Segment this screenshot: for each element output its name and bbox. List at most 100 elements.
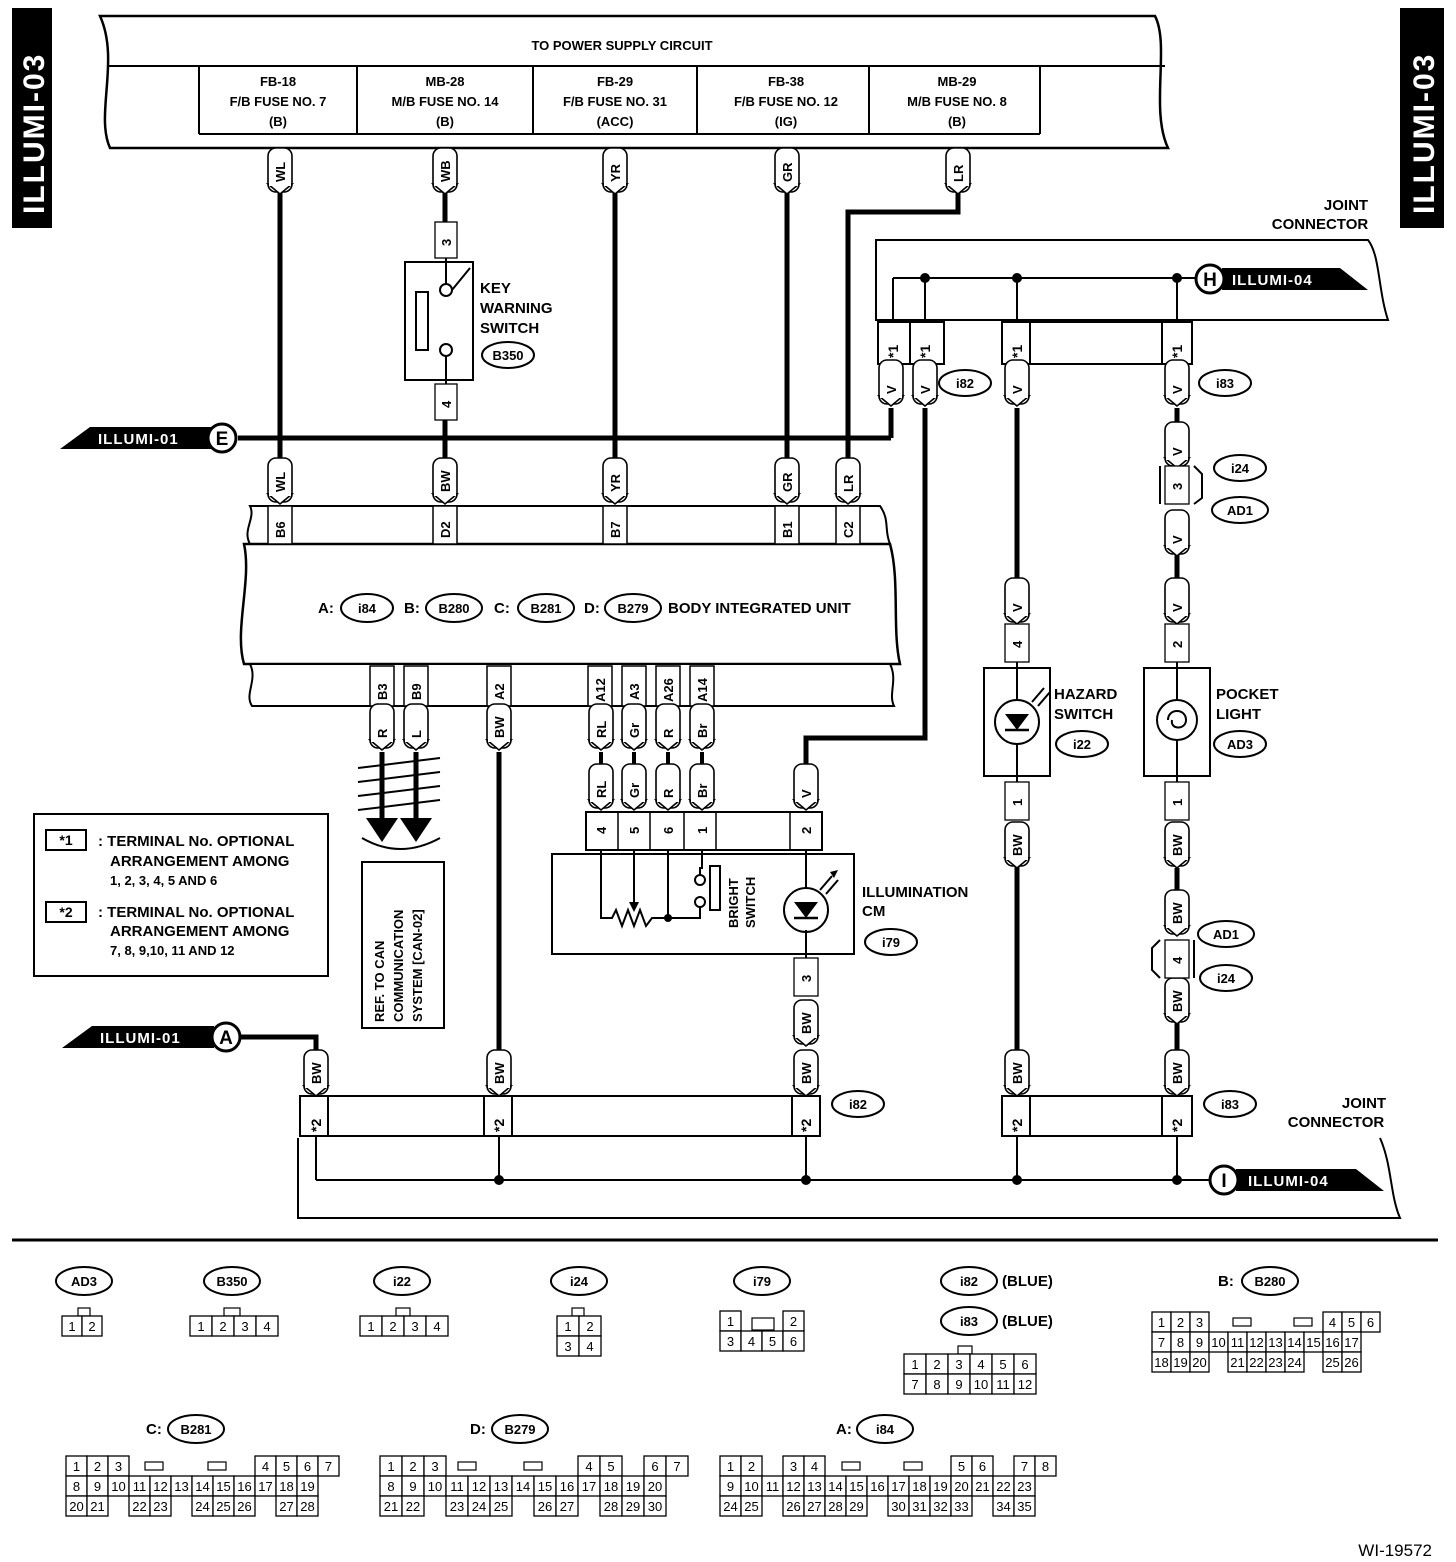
wire-tag-bcm-out-3: BW [484,703,514,752]
svg-text:9: 9 [1196,1335,1203,1350]
svg-text:12: 12 [472,1479,486,1494]
svg-text:1: 1 [564,1319,571,1334]
svg-text:F/B FUSE NO. 7: F/B FUSE NO. 7 [230,94,327,109]
wire-tag-bcm-out-2: L [401,703,431,752]
svg-text:M/B FUSE NO. 14: M/B FUSE NO. 14 [392,94,500,109]
svg-text:8: 8 [1177,1335,1184,1350]
pocket-light: 2 1 POCKET LIGHT AD3 [1143,623,1279,821]
svg-text:25: 25 [744,1499,758,1514]
svg-text:CONNECTOR: CONNECTOR [1272,216,1369,233]
ref-h-illumi-04[interactable]: ILLUMI-04 H [1194,263,1368,295]
svg-text:B280: B280 [1254,1274,1285,1289]
svg-text:24: 24 [472,1499,486,1514]
svg-text:5: 5 [283,1459,290,1474]
svg-text:28: 28 [604,1499,618,1514]
svg-text:B9: B9 [409,683,424,700]
svg-text:BW: BW [492,716,507,738]
svg-text:i84: i84 [358,601,377,616]
svg-text:JOINT: JOINT [1342,1095,1386,1112]
svg-text:HAZARD: HAZARD [1054,686,1117,703]
svg-text:11: 11 [766,1479,780,1494]
svg-text:i79: i79 [753,1274,771,1289]
svg-text:10: 10 [744,1479,758,1494]
svg-text:24: 24 [1287,1355,1301,1370]
svg-text:35: 35 [1017,1499,1031,1514]
doc-id: WI-19572 [1358,1541,1432,1560]
svg-text:1: 1 [387,1459,394,1474]
svg-text:B280: B280 [438,601,469,616]
svg-text:ILLUMINATION: ILLUMINATION [862,884,968,901]
fuse-5: MB-29M/B FUSE NO. 8(B) [907,74,1007,129]
conn-i24-label: i24 [550,1266,608,1296]
svg-text:5: 5 [769,1334,776,1349]
svg-text:13: 13 [1268,1335,1282,1350]
svg-text:i22: i22 [393,1274,411,1289]
svg-text:B:: B: [1218,1273,1234,1290]
svg-text:i24: i24 [570,1274,589,1289]
wire-tag-illum-3: R [653,763,683,812]
svg-text:15: 15 [216,1479,230,1494]
svg-text:31: 31 [912,1499,926,1514]
svg-text:27: 27 [279,1499,293,1514]
svg-text:REF. TO CAN: REF. TO CAN [372,941,387,1022]
wire-tag-bw-1: BW [1002,821,1032,870]
svg-text:1: 1 [1158,1315,1165,1330]
svg-text:BW: BW [309,1062,324,1084]
svg-text:4: 4 [1010,640,1025,648]
svg-text:V: V [1170,447,1185,456]
conn-b280-label: B280 [1241,1266,1299,1296]
svg-text:WARNING: WARNING [480,300,553,317]
svg-text:5: 5 [1348,1315,1355,1330]
svg-text:21: 21 [1230,1355,1244,1370]
svg-text:14: 14 [195,1479,209,1494]
svg-text:22: 22 [132,1499,146,1514]
svg-text:12: 12 [1018,1377,1032,1392]
svg-text:C2: C2 [841,521,856,538]
svg-text:23: 23 [153,1499,167,1514]
svg-text:2: 2 [219,1319,226,1334]
svg-text:BW: BW [438,470,453,492]
svg-text:YR: YR [608,473,623,492]
wire-tag-v-1: V [876,359,906,408]
svg-text:A3: A3 [627,683,642,700]
svg-text:14: 14 [828,1479,842,1494]
svg-text:B350: B350 [216,1274,247,1289]
svg-text:WL: WL [273,162,288,182]
svg-text:4: 4 [1329,1315,1336,1330]
svg-text:: TERMINAL No. OPTIONAL: : TERMINAL No. OPTIONAL [98,904,294,921]
svg-text:4: 4 [263,1319,270,1334]
wire-tag-bcm-4: GR [772,457,802,506]
ref-e-illumi-01[interactable]: ILLUMI-01 E [60,422,238,454]
svg-text:FB-38: FB-38 [768,74,804,89]
wire-tag-illum-1: RL [586,763,616,812]
svg-text:RL: RL [594,781,609,798]
svg-text:10: 10 [111,1479,125,1494]
svg-text:(BLUE): (BLUE) [1002,1273,1053,1290]
svg-text:H: H [1203,270,1217,291]
svg-text:8: 8 [1042,1459,1049,1474]
svg-text:6: 6 [1021,1357,1028,1372]
svg-text:2: 2 [1170,641,1185,648]
ref-a-illumi-01[interactable]: ILLUMI-01 A [62,1021,242,1053]
inline-connector-top: 3 i24 AD1 [1159,454,1269,524]
wire-tag-top-3: YR [600,147,630,196]
wire-tag-bw-4: BW [1162,977,1192,1026]
svg-text:2: 2 [586,1319,593,1334]
svg-text:2: 2 [88,1319,95,1334]
svg-text:29: 29 [626,1499,640,1514]
inline-connector-bottom: 4 AD1 i24 [1151,920,1255,992]
conn-i22-label: i22 [373,1266,431,1296]
svg-text:19: 19 [933,1479,947,1494]
svg-text:1: 1 [367,1319,374,1334]
illumination-cm: 4 5 6 1 2 BRIGHT SWITCH 3 ILLUMINATION C… [551,752,968,997]
svg-text:12: 12 [1249,1335,1263,1350]
svg-text:9: 9 [94,1479,101,1494]
svg-text:B3: B3 [375,683,390,700]
ref-i-illumi-04[interactable]: ILLUMI-04 I [1208,1164,1384,1196]
wire-tag-bw-9: BW [1002,1049,1032,1098]
wire-tag-top-2: WB [430,147,460,196]
svg-text:*2: *2 [1169,1119,1185,1132]
svg-text:YR: YR [608,163,623,182]
